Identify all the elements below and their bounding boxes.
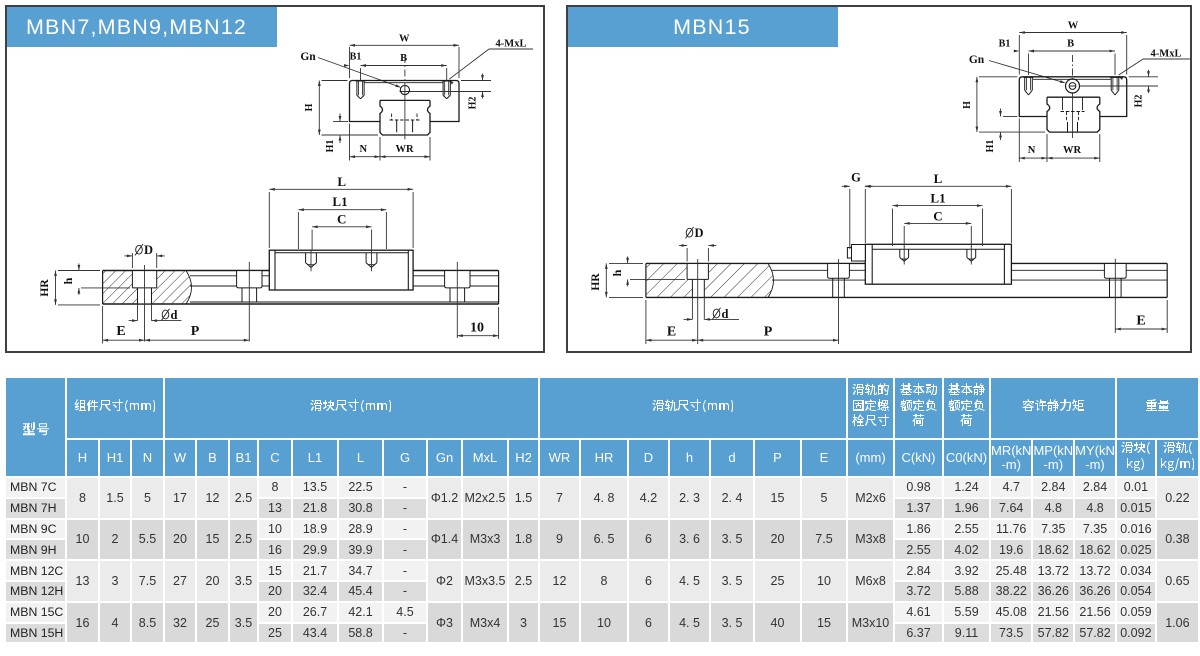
svg-text:H1: H1 (985, 140, 996, 153)
svg-text:D: D (144, 243, 153, 257)
svg-text:d: d (722, 307, 729, 321)
svg-text:4-MxL: 4-MxL (496, 39, 527, 50)
svg-text:B: B (1067, 39, 1074, 50)
svg-text:4-MxL: 4-MxL (1151, 49, 1182, 60)
svg-text:D: D (695, 226, 704, 240)
svg-text:E: E (1136, 314, 1145, 329)
svg-text:C: C (337, 211, 346, 226)
svg-text:C: C (933, 208, 942, 223)
svg-text:W: W (1068, 21, 1079, 32)
svg-text:H: H (962, 101, 973, 109)
svg-text:d: d (171, 308, 178, 322)
svg-text:H: H (304, 103, 315, 111)
svg-text:WR: WR (1063, 145, 1082, 156)
svg-text:N: N (1028, 145, 1036, 156)
svg-text:G: G (851, 171, 861, 185)
svg-text:W: W (399, 34, 410, 45)
svg-text:WR: WR (396, 144, 415, 155)
svg-text:10: 10 (470, 321, 484, 336)
svg-text:L: L (337, 174, 346, 189)
svg-text:H1: H1 (325, 140, 336, 153)
svg-text:L1: L1 (332, 194, 347, 209)
svg-text:HR: HR (39, 279, 51, 297)
svg-text:L: L (934, 171, 943, 186)
svg-text:h: h (61, 277, 75, 284)
svg-text:Gn: Gn (300, 51, 316, 63)
svg-text:B1: B1 (999, 39, 1011, 50)
svg-text:B1: B1 (350, 52, 362, 63)
svg-text:HR: HR (590, 273, 602, 291)
svg-text:E: E (667, 324, 676, 339)
svg-text:L1: L1 (930, 190, 945, 205)
svg-text:H2: H2 (1134, 95, 1145, 108)
svg-text:E: E (116, 324, 125, 339)
svg-text:H2: H2 (468, 97, 479, 110)
svg-text:h: h (610, 269, 624, 276)
svg-text:B: B (400, 53, 407, 64)
svg-text:P: P (191, 324, 200, 339)
svg-text:P: P (764, 324, 773, 339)
svg-text:Gn: Gn (969, 54, 985, 66)
svg-text:N: N (360, 144, 368, 155)
